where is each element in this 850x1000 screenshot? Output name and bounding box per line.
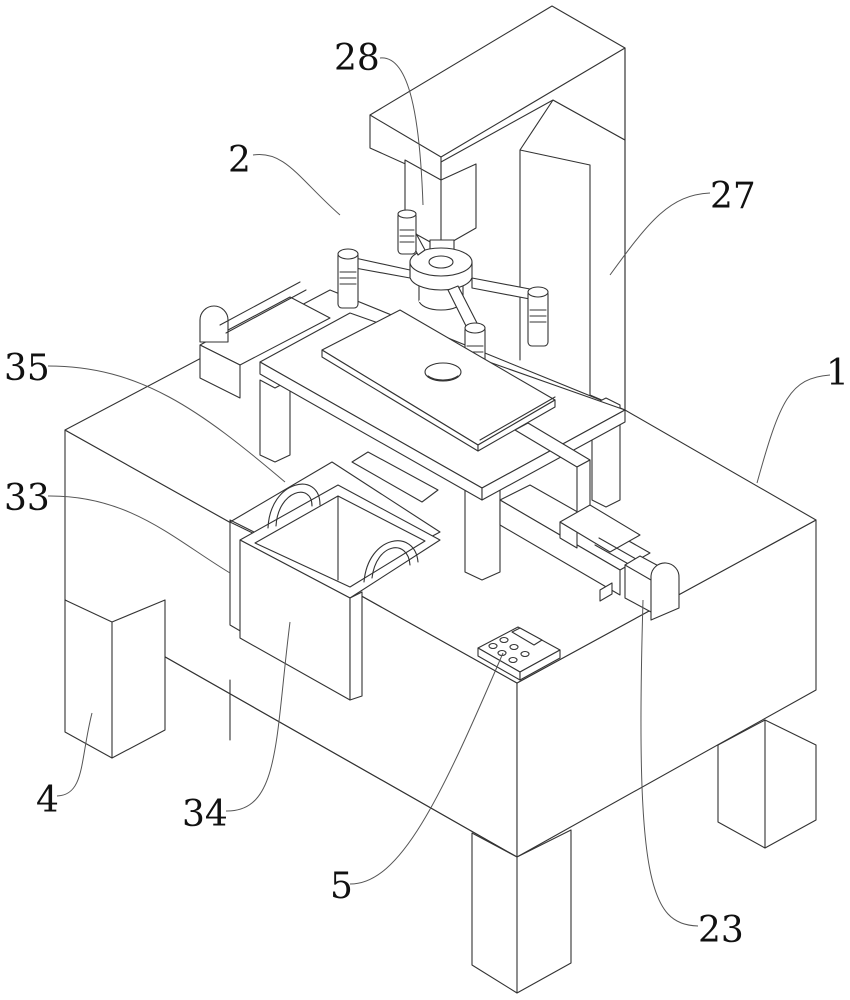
leg-front-left	[65, 600, 165, 758]
callout-label-2: 2	[228, 140, 251, 181]
leader-2	[253, 154, 340, 215]
callout-label-23: 23	[698, 910, 744, 951]
callout-label-4: 4	[36, 780, 59, 821]
callout-label-1: 1	[826, 353, 849, 394]
leg-front-right	[472, 830, 571, 993]
callout-label-27: 27	[710, 176, 756, 217]
callout-label-28: 28	[334, 38, 380, 79]
spring-clamp-right	[528, 287, 548, 346]
callout-label-33: 33	[4, 478, 50, 519]
callout-label-35: 35	[4, 348, 50, 389]
spring-clamp-left	[338, 249, 358, 308]
callout-label-34: 34	[182, 794, 228, 835]
leg-back-right	[718, 720, 816, 848]
callout-label-5: 5	[330, 866, 353, 907]
spring-clamp-back	[398, 210, 416, 254]
leader-1	[757, 375, 830, 483]
